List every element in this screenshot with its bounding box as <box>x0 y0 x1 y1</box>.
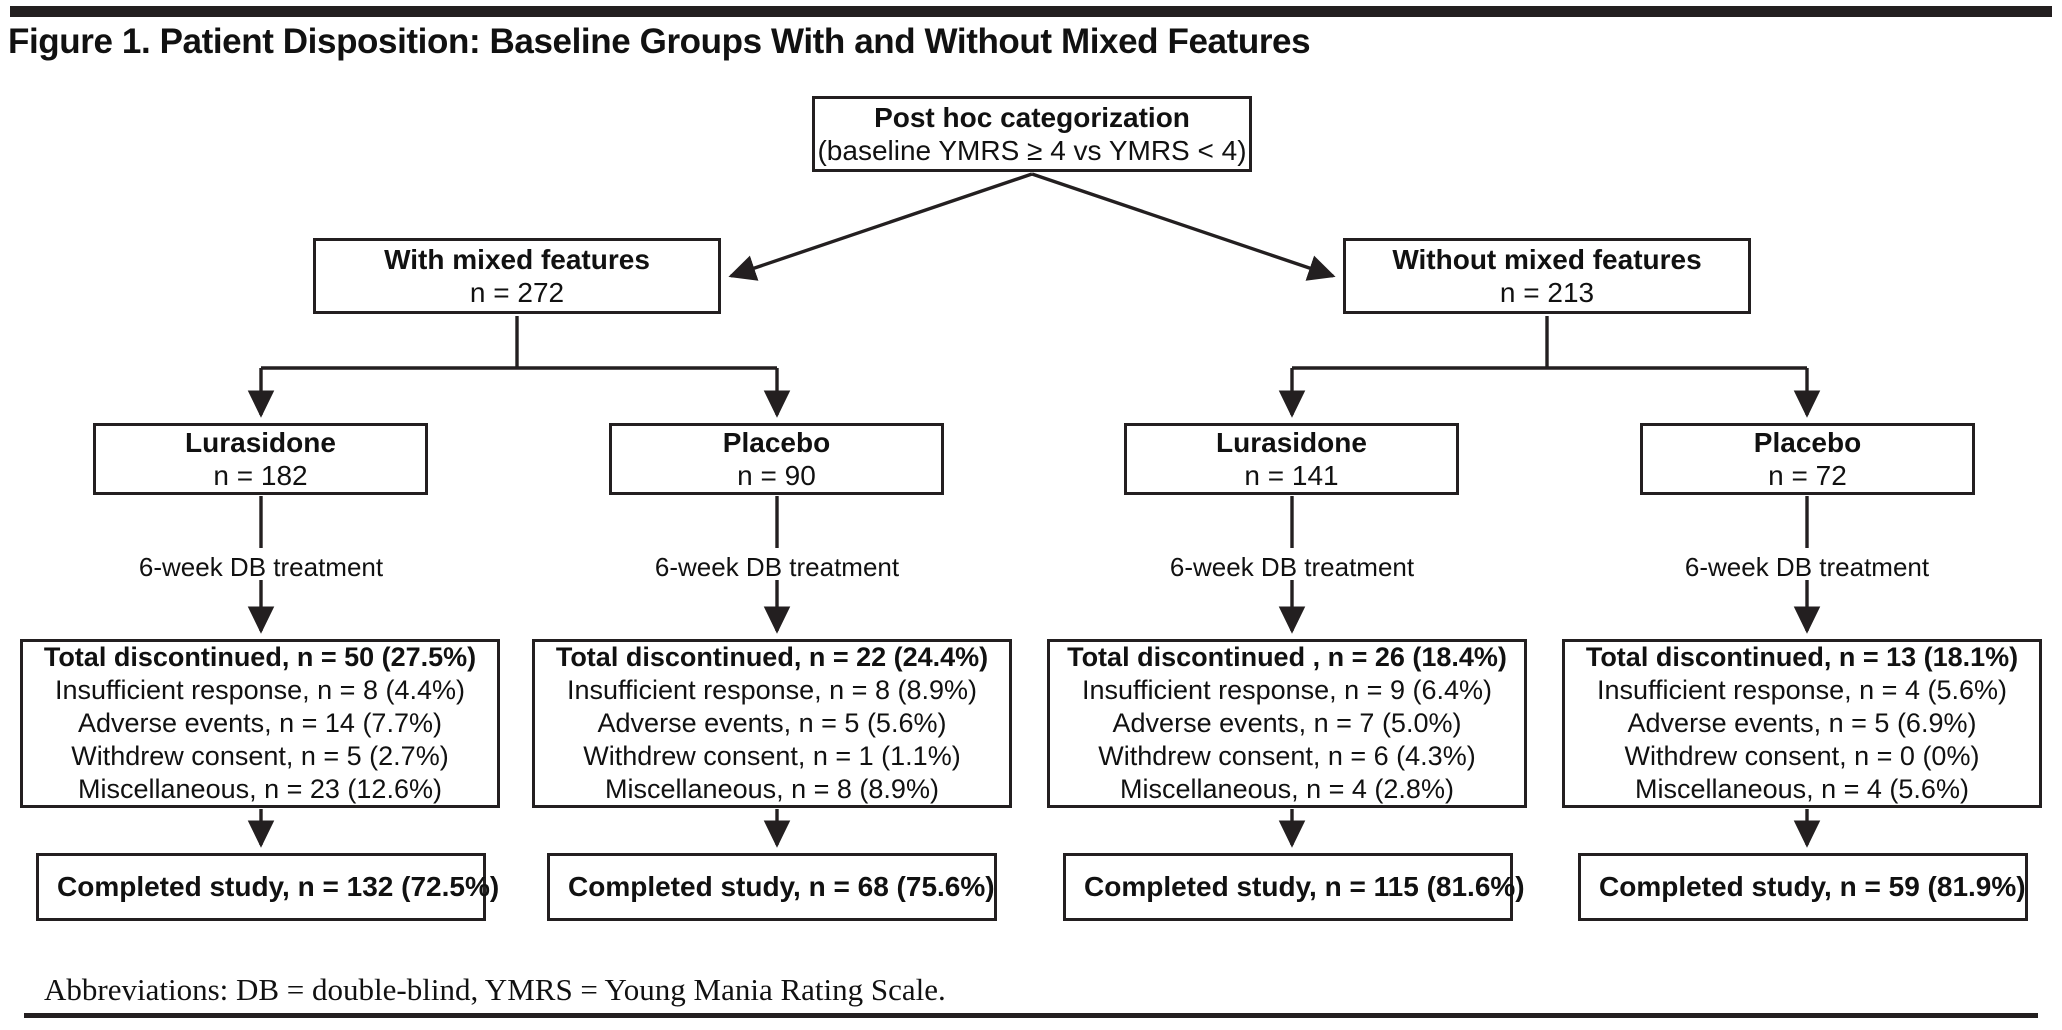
node-group-with-mixed-features: With mixed features n = 272 <box>313 238 721 314</box>
node-completed-without-lurasidone: Completed study, n = 115 (81.6%) <box>1063 853 1525 921</box>
adverse-events: Adverse events, n = 5 (6.9%) <box>1627 707 1977 738</box>
group-count: n = 272 <box>469 277 565 308</box>
arm-label: Placebo <box>1753 426 1862 458</box>
adverse-events: Adverse events, n = 7 (5.0%) <box>1112 707 1462 738</box>
node-post-hoc-categorization: Post hoc categorization (baseline YMRS ≥… <box>812 96 1252 172</box>
withdrew-consent: Withdrew consent, n = 0 (0%) <box>1624 741 1980 772</box>
arm-count: n = 72 <box>1768 460 1847 491</box>
arm-label: Placebo <box>722 426 831 458</box>
db-treatment-label-arm-1: 6-week DB treatment <box>138 552 384 582</box>
completed-study-text: Completed study, n = 132 (72.5%) <box>57 871 500 903</box>
node-completed-with-lurasidone: Completed study, n = 132 (72.5%) <box>36 853 499 921</box>
abbreviations-footnote: Abbreviations: DB = double-blind, YMRS =… <box>44 972 946 1007</box>
total-discontinued: Total discontinued, n = 13 (18.1%) <box>1585 641 2019 672</box>
arm-label: Lurasidone <box>185 426 336 458</box>
completed-study-text: Completed study, n = 115 (81.6%) <box>1084 871 1525 903</box>
group-count: n = 213 <box>1499 277 1595 308</box>
node-arm-without-lurasidone: Lurasidone n = 141 <box>1124 423 1459 495</box>
bottom-rule <box>24 1013 2038 1018</box>
root-line-2: (baseline YMRS ≥ 4 vs YMRS < 4) <box>817 135 1247 166</box>
total-discontinued: Total discontinued, n = 22 (24.4%) <box>555 641 989 672</box>
insufficient-response: Insufficient response, n = 8 (8.9%) <box>567 674 977 705</box>
node-discontinued-without-lurasidone: Total discontinued , n = 26 (18.4%) Insu… <box>1047 639 1527 808</box>
node-arm-without-placebo: Placebo n = 72 <box>1640 423 1975 495</box>
miscellaneous: Miscellaneous, n = 4 (5.6%) <box>1635 774 1969 805</box>
total-discontinued: Total discontinued , n = 26 (18.4%) <box>1067 641 1507 672</box>
node-discontinued-with-placebo: Total discontinued, n = 22 (24.4%) Insuf… <box>532 639 1012 808</box>
node-completed-without-placebo: Completed study, n = 59 (81.9%) <box>1578 853 2028 921</box>
node-completed-with-placebo: Completed study, n = 68 (75.6%) <box>547 853 997 921</box>
node-discontinued-without-placebo: Total discontinued, n = 13 (18.1%) Insuf… <box>1562 639 2042 808</box>
group-label: With mixed features <box>384 243 650 275</box>
node-discontinued-with-lurasidone: Total discontinued, n = 50 (27.5%) Insuf… <box>20 639 500 808</box>
insufficient-response: Insufficient response, n = 8 (4.4%) <box>55 674 465 705</box>
adverse-events: Adverse events, n = 5 (5.6%) <box>597 707 947 738</box>
completed-study-text: Completed study, n = 59 (81.9%) <box>1599 871 2026 903</box>
adverse-events: Adverse events, n = 14 (7.7%) <box>78 707 442 738</box>
miscellaneous: Miscellaneous, n = 8 (8.9%) <box>605 774 939 805</box>
insufficient-response: Insufficient response, n = 9 (6.4%) <box>1082 674 1492 705</box>
arm-count: n = 182 <box>213 460 308 491</box>
insufficient-response: Insufficient response, n = 4 (5.6%) <box>1597 674 2007 705</box>
node-arm-with-placebo: Placebo n = 90 <box>609 423 944 495</box>
db-treatment-label-arm-4: 6-week DB treatment <box>1684 552 1930 582</box>
completed-study-text: Completed study, n = 68 (75.6%) <box>568 871 995 903</box>
node-arm-with-lurasidone: Lurasidone n = 182 <box>93 423 428 495</box>
withdrew-consent: Withdrew consent, n = 6 (4.3%) <box>1098 741 1476 772</box>
group-label: Without mixed features <box>1392 243 1702 275</box>
withdrew-consent: Withdrew consent, n = 1 (1.1%) <box>583 741 961 772</box>
arm-label: Lurasidone <box>1216 426 1367 458</box>
db-treatment-label-arm-3: 6-week DB treatment <box>1169 552 1415 582</box>
miscellaneous: Miscellaneous, n = 23 (12.6%) <box>78 774 442 805</box>
node-group-without-mixed-features: Without mixed features n = 213 <box>1343 238 1751 314</box>
root-line-1: Post hoc categorization <box>874 101 1190 133</box>
db-treatment-label-arm-2: 6-week DB treatment <box>654 552 900 582</box>
miscellaneous: Miscellaneous, n = 4 (2.8%) <box>1120 774 1454 805</box>
total-discontinued: Total discontinued, n = 50 (27.5%) <box>43 641 477 672</box>
withdrew-consent: Withdrew consent, n = 5 (2.7%) <box>71 741 449 772</box>
top-rule <box>10 6 2052 17</box>
figure-title: Figure 1. Patient Disposition: Baseline … <box>8 22 1311 61</box>
arm-count: n = 90 <box>737 460 816 491</box>
arm-count: n = 141 <box>1244 460 1339 491</box>
